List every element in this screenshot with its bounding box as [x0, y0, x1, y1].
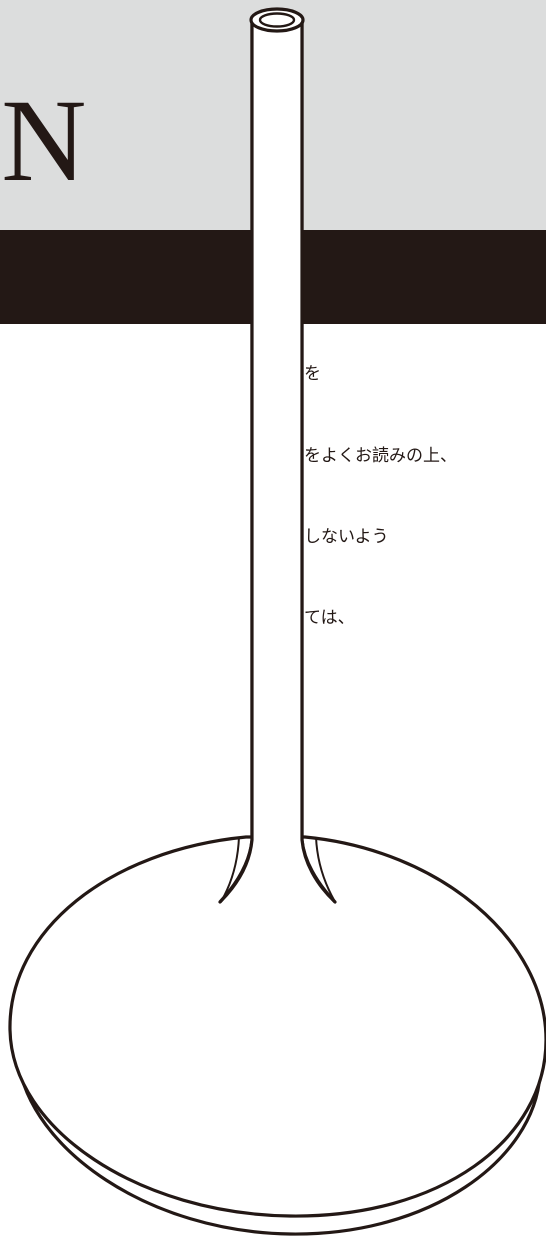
stem-outline — [218, 20, 254, 904]
stem-top-inner — [258, 12, 296, 28]
body-text-line-1: を — [304, 364, 321, 384]
stem-inner-left — [221, 836, 240, 901]
base-body — [8, 835, 546, 1218]
header-title: IN — [0, 75, 109, 206]
body-text-line-3: しないよう — [304, 527, 389, 547]
stem-outline-right — [300, 20, 337, 904]
body-text-line-2: をよくお読みの上、 — [304, 446, 457, 466]
stem-fill — [222, 22, 333, 900]
body-text-line-4: ては、 — [304, 608, 355, 628]
stem-inner-right — [315, 836, 335, 901]
